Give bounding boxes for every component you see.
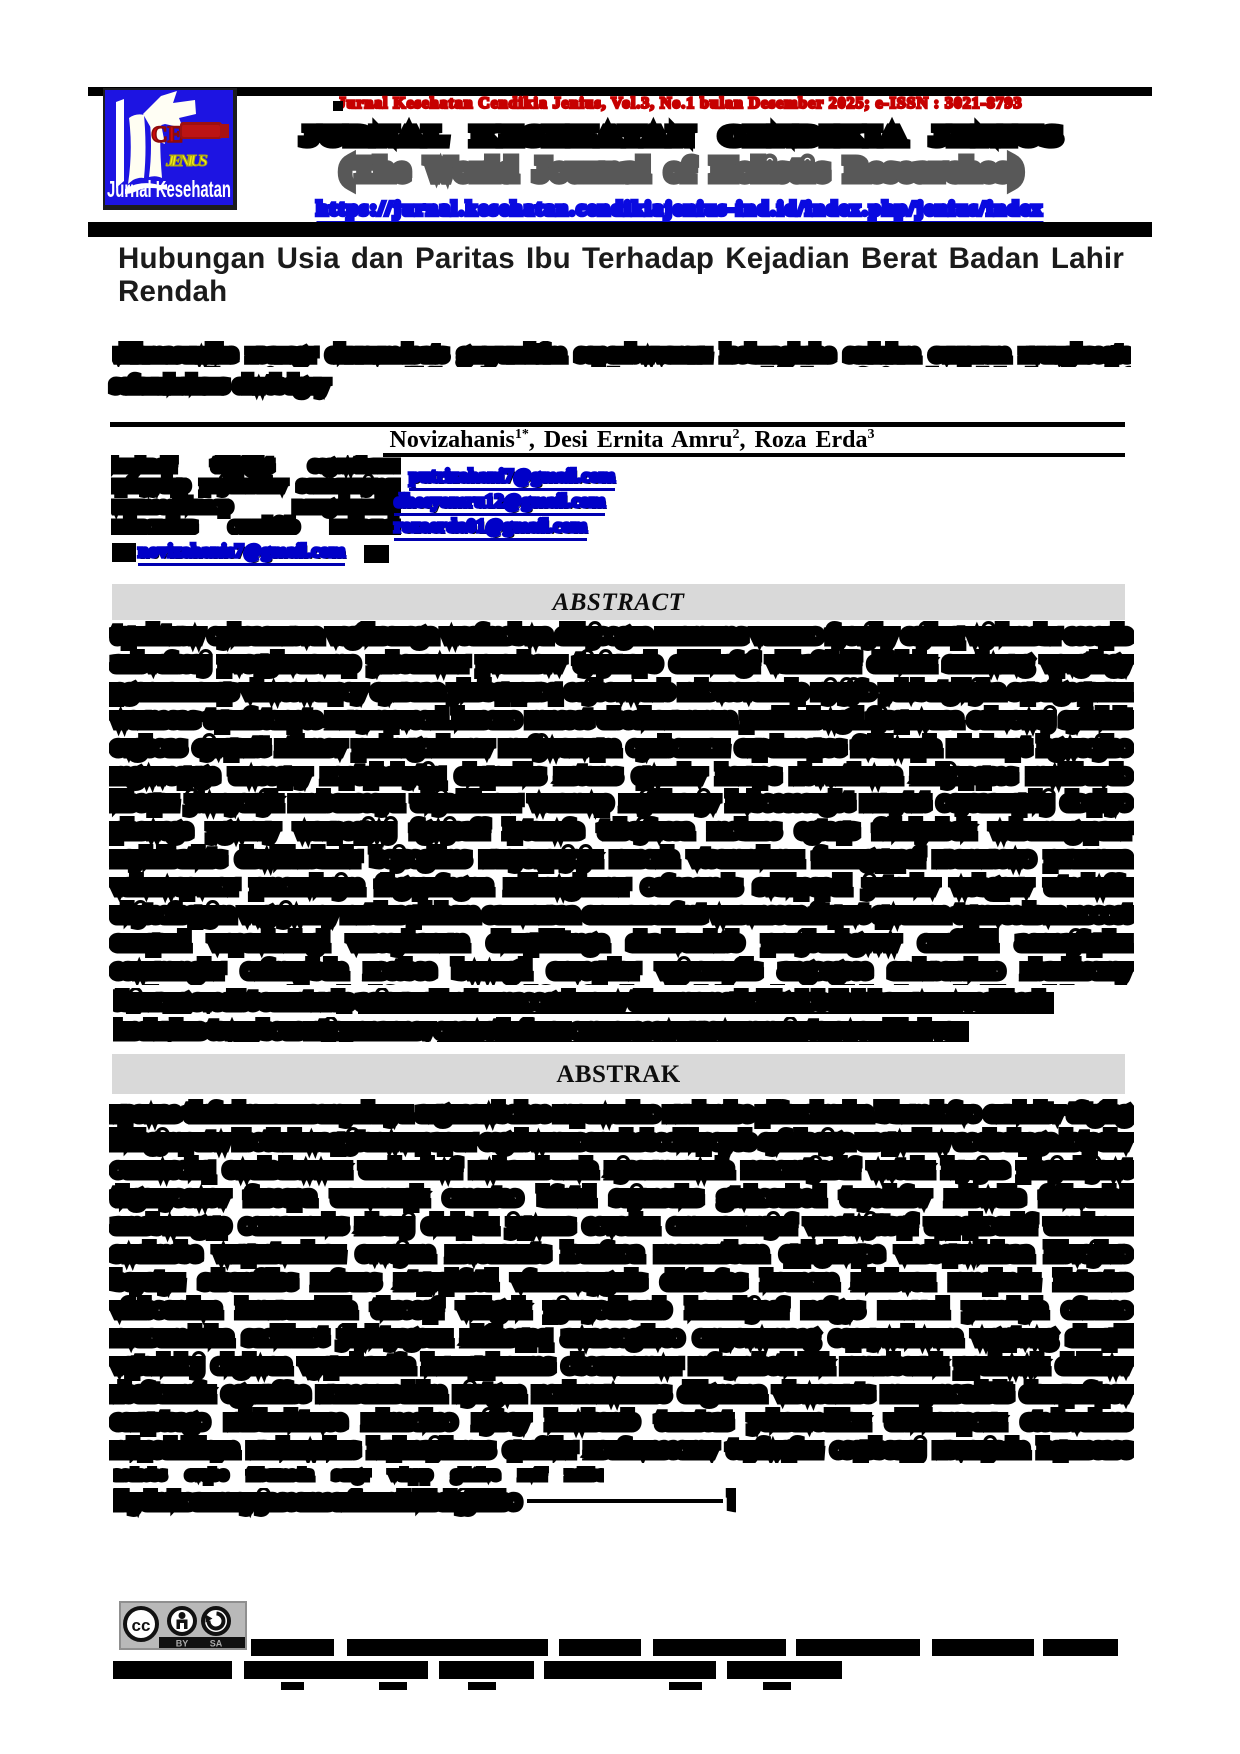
svg-text:Jurnal Kesehatan: Jurnal Kesehatan xyxy=(107,176,231,202)
svg-text:SA: SA xyxy=(210,1639,223,1649)
svg-text:cc: cc xyxy=(132,1616,151,1635)
svg-text:BY: BY xyxy=(176,1639,189,1649)
svg-text:JENIUS: JENIUS xyxy=(165,151,208,170)
svg-text:CE: CE xyxy=(151,122,183,147)
